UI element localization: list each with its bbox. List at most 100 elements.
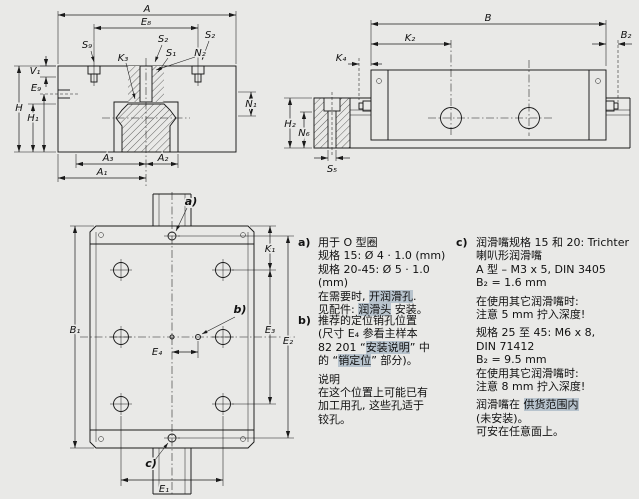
note-line: 加工用孔, 这些孔适于 [318,399,460,412]
dim-label-e1: E₁ [159,484,169,495]
note-line: 可安在任意面上。 [476,425,636,438]
note-text: 润滑嘴规格 15 和 20: Trichter [476,236,629,249]
note-line: 用于 O 型圈 [318,236,460,249]
note-line: 在需要时, 开润滑孔. [318,289,460,303]
dim-label-e9: E₉ [31,83,41,94]
callout-b-label: b) [234,303,247,316]
link-highlight[interactable]: 安装说明 [365,340,410,354]
dim-label-a: A [143,4,151,15]
note-line: 见配件: 润滑头 安装。 [318,303,460,317]
note-text: 在这个位置上可能已有 [318,386,428,400]
grease-nipple-left [358,100,372,112]
dim-label-k3: K₃ [118,53,129,64]
link-highlight[interactable]: 销定位 [338,354,372,368]
note-text: 规格 20-45: Ø 5 · 1.0 (mm) [318,262,430,290]
note-tag: c) [456,236,468,249]
dim-label-e8: E₈ [141,17,151,28]
callout-a-label: a) [185,195,197,208]
end-plate-screw [98,436,104,442]
note-line: B₂ = 1.6 mm [476,276,636,289]
dim-label-b1: B₁ [70,325,81,336]
note-text: 喇叭形润滑嘴 [476,249,542,263]
note-text: 说明 [318,372,340,386]
dim-label-e4: E₄ [152,347,162,358]
end-cap-screw-left [376,78,382,84]
note-line: (尺寸 E₄ 参看主样本 [318,327,460,340]
runner-block-top [89,225,255,449]
end-plate-screw [98,232,104,238]
note-text: 润滑嘴在 [476,398,524,412]
note-text: 规格 25 至 45: M6 x 8, [476,326,596,340]
dim-label-s2-left: S₂ [158,34,168,45]
note-text: ” 部分)。 [371,354,418,368]
dim-label-n2: N₂ [194,48,206,59]
side-lube-hole [40,89,78,99]
front-dimensions: A E₈ S₉ S₂ S₂ K₃ N₂ S₁ [14,4,258,182]
note-line: 的 “销定位” 部分)。 [318,354,460,368]
dim-label-v1: V₁ [30,66,41,77]
note-text: 安装。 [391,303,428,317]
note-text: 的 “ [318,354,339,368]
note-line: 在使用其它润滑嘴时: [476,295,636,308]
dim-label-e2: E₂ [283,336,293,347]
dim-label-k1: K₁ [265,244,276,255]
end-cap-screw-right [595,78,601,84]
note-line: 规格 20-45: Ø 5 · 1.0 (mm) [318,263,460,290]
callouts: a) b) c) [144,194,248,472]
note-text: (未安装)。 [476,411,529,425]
note-line: 喇叭形润滑嘴 [476,249,636,262]
note-text: B₂ = 9.5 mm [476,353,547,367]
note-text: ” 中 [409,340,430,354]
note-text: DIN 71412 [476,339,535,353]
note-line: 规格 25 至 45: M6 x 8, [476,326,636,339]
dim-label-a2: A₂ [157,153,169,164]
note-line: 润滑嘴规格 15 和 20: Trichter [476,236,636,249]
note-line: 说明 [318,373,460,386]
front-view-drawing: A E₈ S₉ S₂ S₂ K₃ N₂ S₁ [14,4,258,188]
dim-label-n1: N₁ [245,99,257,110]
dim-label-b2: B₂ [621,30,632,41]
dim-label-b: B [485,13,492,24]
guide-rail-top [80,192,296,496]
note-line: 铰孔。 [318,413,460,426]
top-view-drawing: K₁ E₃ E₂ B₁ E₁ E₄ a) [68,192,296,497]
note-line: 注意 5 mm 拧入深度! [476,308,636,321]
grease-nipple-right [605,100,619,112]
link-highlight[interactable]: 供货范围内 [523,398,579,412]
note-text: 用于 O 型圈 [318,236,378,249]
note-text: 82 201 “ [318,340,366,354]
note-line: (未安装)。 [476,412,636,425]
note-text: 铰孔。 [318,412,351,426]
note-line: 推荐的定位销孔位置 [318,314,460,327]
centerlines [93,24,199,188]
note-line: 在使用其它润滑嘴时: [476,367,636,380]
dowel-pin-hole [195,334,201,340]
note-line: 注意 8 mm 拧入深度! [476,380,636,393]
end-plate-screw [240,436,246,442]
note-line: 82 201 “安装说明” 中 [318,340,460,354]
link-highlight[interactable]: 润滑头 [358,303,392,317]
dim-label-h: H [15,103,23,114]
note-text: . [413,289,417,303]
dim-label-s2-right: S₂ [205,30,215,41]
note-text: 注意 8 mm 拧入深度! [476,380,586,394]
note-tag: b) [298,314,311,327]
note-text: 在需要时, [318,289,369,303]
note-text: 在使用其它润滑嘴时: [476,294,579,308]
dim-label-n6: N₆ [298,128,310,139]
note-line: 在这个位置上可能已有 [318,386,460,399]
rail-mount-hole [323,92,341,156]
note-text: 推荐的定位销孔位置 [318,314,417,327]
note-line: 润滑嘴在 供货范围内 [476,398,636,412]
top-dimensions: K₁ E₃ E₂ B₁ E₁ E₄ [68,225,295,497]
note-text: 注意 5 mm 拧入深度! [476,308,586,322]
runner-block-side [358,40,619,141]
dim-label-k2: K₂ [405,33,416,44]
note-line: DIN 71412 [476,340,636,353]
note-text: A 型 – M3 x 5, DIN 3405 [476,262,606,276]
dim-label-a1: A₁ [96,167,108,178]
link-highlight[interactable]: 开润滑孔 [369,289,413,303]
